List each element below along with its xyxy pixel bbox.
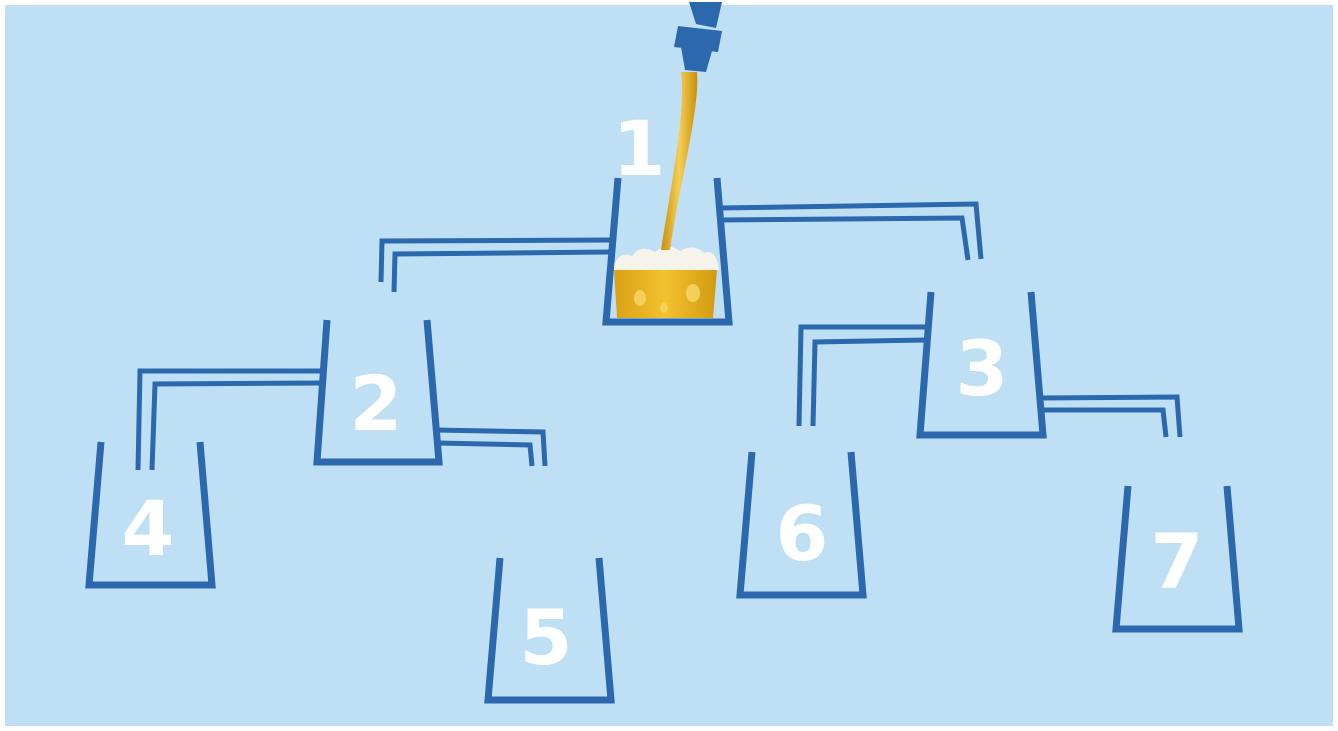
glass-1-beer (612, 247, 719, 318)
glass-label-1: 1 (613, 104, 666, 193)
glass-label-7: 7 (1151, 517, 1204, 606)
glass-label-4: 4 (122, 484, 175, 573)
glass-label-2: 2 (350, 359, 403, 448)
glass-label-6: 6 (776, 489, 829, 578)
background-panel (5, 5, 1333, 726)
glass-label-5: 5 (520, 593, 573, 682)
glass-label-3: 3 (956, 324, 1009, 413)
